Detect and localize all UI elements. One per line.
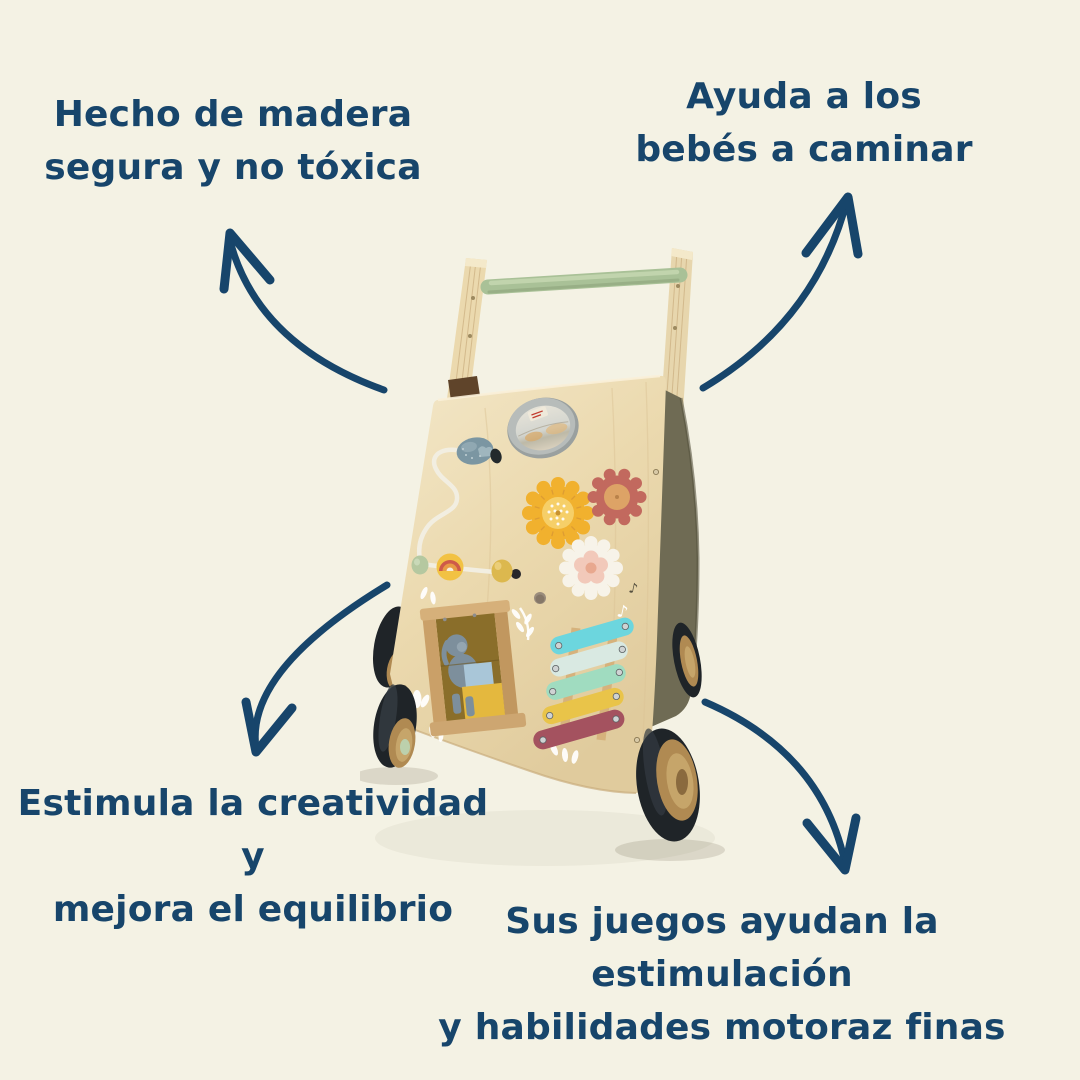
callout-top-right: Ayuda a los bebés a caminar: [618, 70, 990, 176]
xylophone-bar-cyan: [550, 617, 634, 655]
door-top-rail: [419, 599, 511, 621]
handle-bar: [480, 267, 688, 295]
callout-line: Estimula la creatividad y: [17, 783, 489, 877]
elephant-leg: [465, 696, 475, 717]
pink-gear: [587, 468, 647, 526]
board-screw: [633, 736, 641, 744]
curved-arrow-up-right-icon: [699, 192, 863, 392]
curved-arrow-up-left-icon: [219, 228, 388, 394]
board-screw: [652, 468, 660, 476]
green-bead: [411, 555, 429, 575]
door-right-rail: [493, 607, 519, 719]
elephant-leg: [451, 693, 462, 714]
door-left-rail: [422, 615, 447, 727]
yellow-bead: [491, 559, 513, 583]
flower-gear: [559, 536, 623, 600]
callout-line: Sus juegos ayudan la estimulación: [505, 901, 939, 995]
callout-line: mejora el equilibrio: [52, 889, 454, 930]
elephant-trunk: [441, 639, 450, 667]
callout-top-left: Hecho de madera segura y no tóxica: [28, 88, 438, 194]
ball-hole: [534, 592, 546, 604]
callout-bottom-left: Estimula la creatividad y mejora el equi…: [8, 777, 498, 936]
sunflower-gear: [522, 477, 594, 549]
xylophone: [533, 617, 634, 750]
wire-end-cap: [511, 569, 521, 579]
callout-line: Hecho de madera: [53, 94, 413, 135]
xylophone-bar-maroon: [533, 709, 625, 750]
callout-line: bebés a caminar: [635, 129, 973, 170]
elephant-ear: [456, 641, 467, 652]
callout-line: y habilidades motoraz finas: [438, 1007, 1006, 1048]
left-post: [446, 258, 487, 410]
blue-knob: [456, 437, 502, 465]
callout-bottom-right: Sus juegos ayudan la estimulación y habi…: [372, 895, 1072, 1054]
curved-arrow-down-right-icon: [701, 698, 861, 875]
curved-arrow-down-left-icon: [241, 581, 391, 757]
rear-right-wheel: [672, 622, 702, 698]
xylophone-bar-yellow: [542, 687, 624, 725]
front-right-wheel: [636, 728, 700, 842]
rainbow-bead: [436, 553, 464, 581]
elephant-door: [419, 599, 527, 737]
bead-maze: [411, 447, 521, 583]
front-left-wheel: [373, 684, 417, 768]
xylophone-bar-pale: [550, 641, 628, 677]
music-note-icon: ♪: [627, 580, 639, 598]
callout-line: segura y no tóxica: [44, 147, 422, 188]
music-note-icon: ♪: [615, 601, 630, 623]
xylophone-bar-mint: [546, 664, 626, 700]
baby-walker-illustration: ♪ ♪: [360, 248, 725, 866]
ground-shadow: [375, 810, 715, 866]
door-bottom-rail: [429, 712, 527, 737]
mirror-sticker: [527, 406, 548, 422]
mirror: [507, 397, 579, 459]
callout-line: Ayuda a los: [686, 76, 922, 117]
